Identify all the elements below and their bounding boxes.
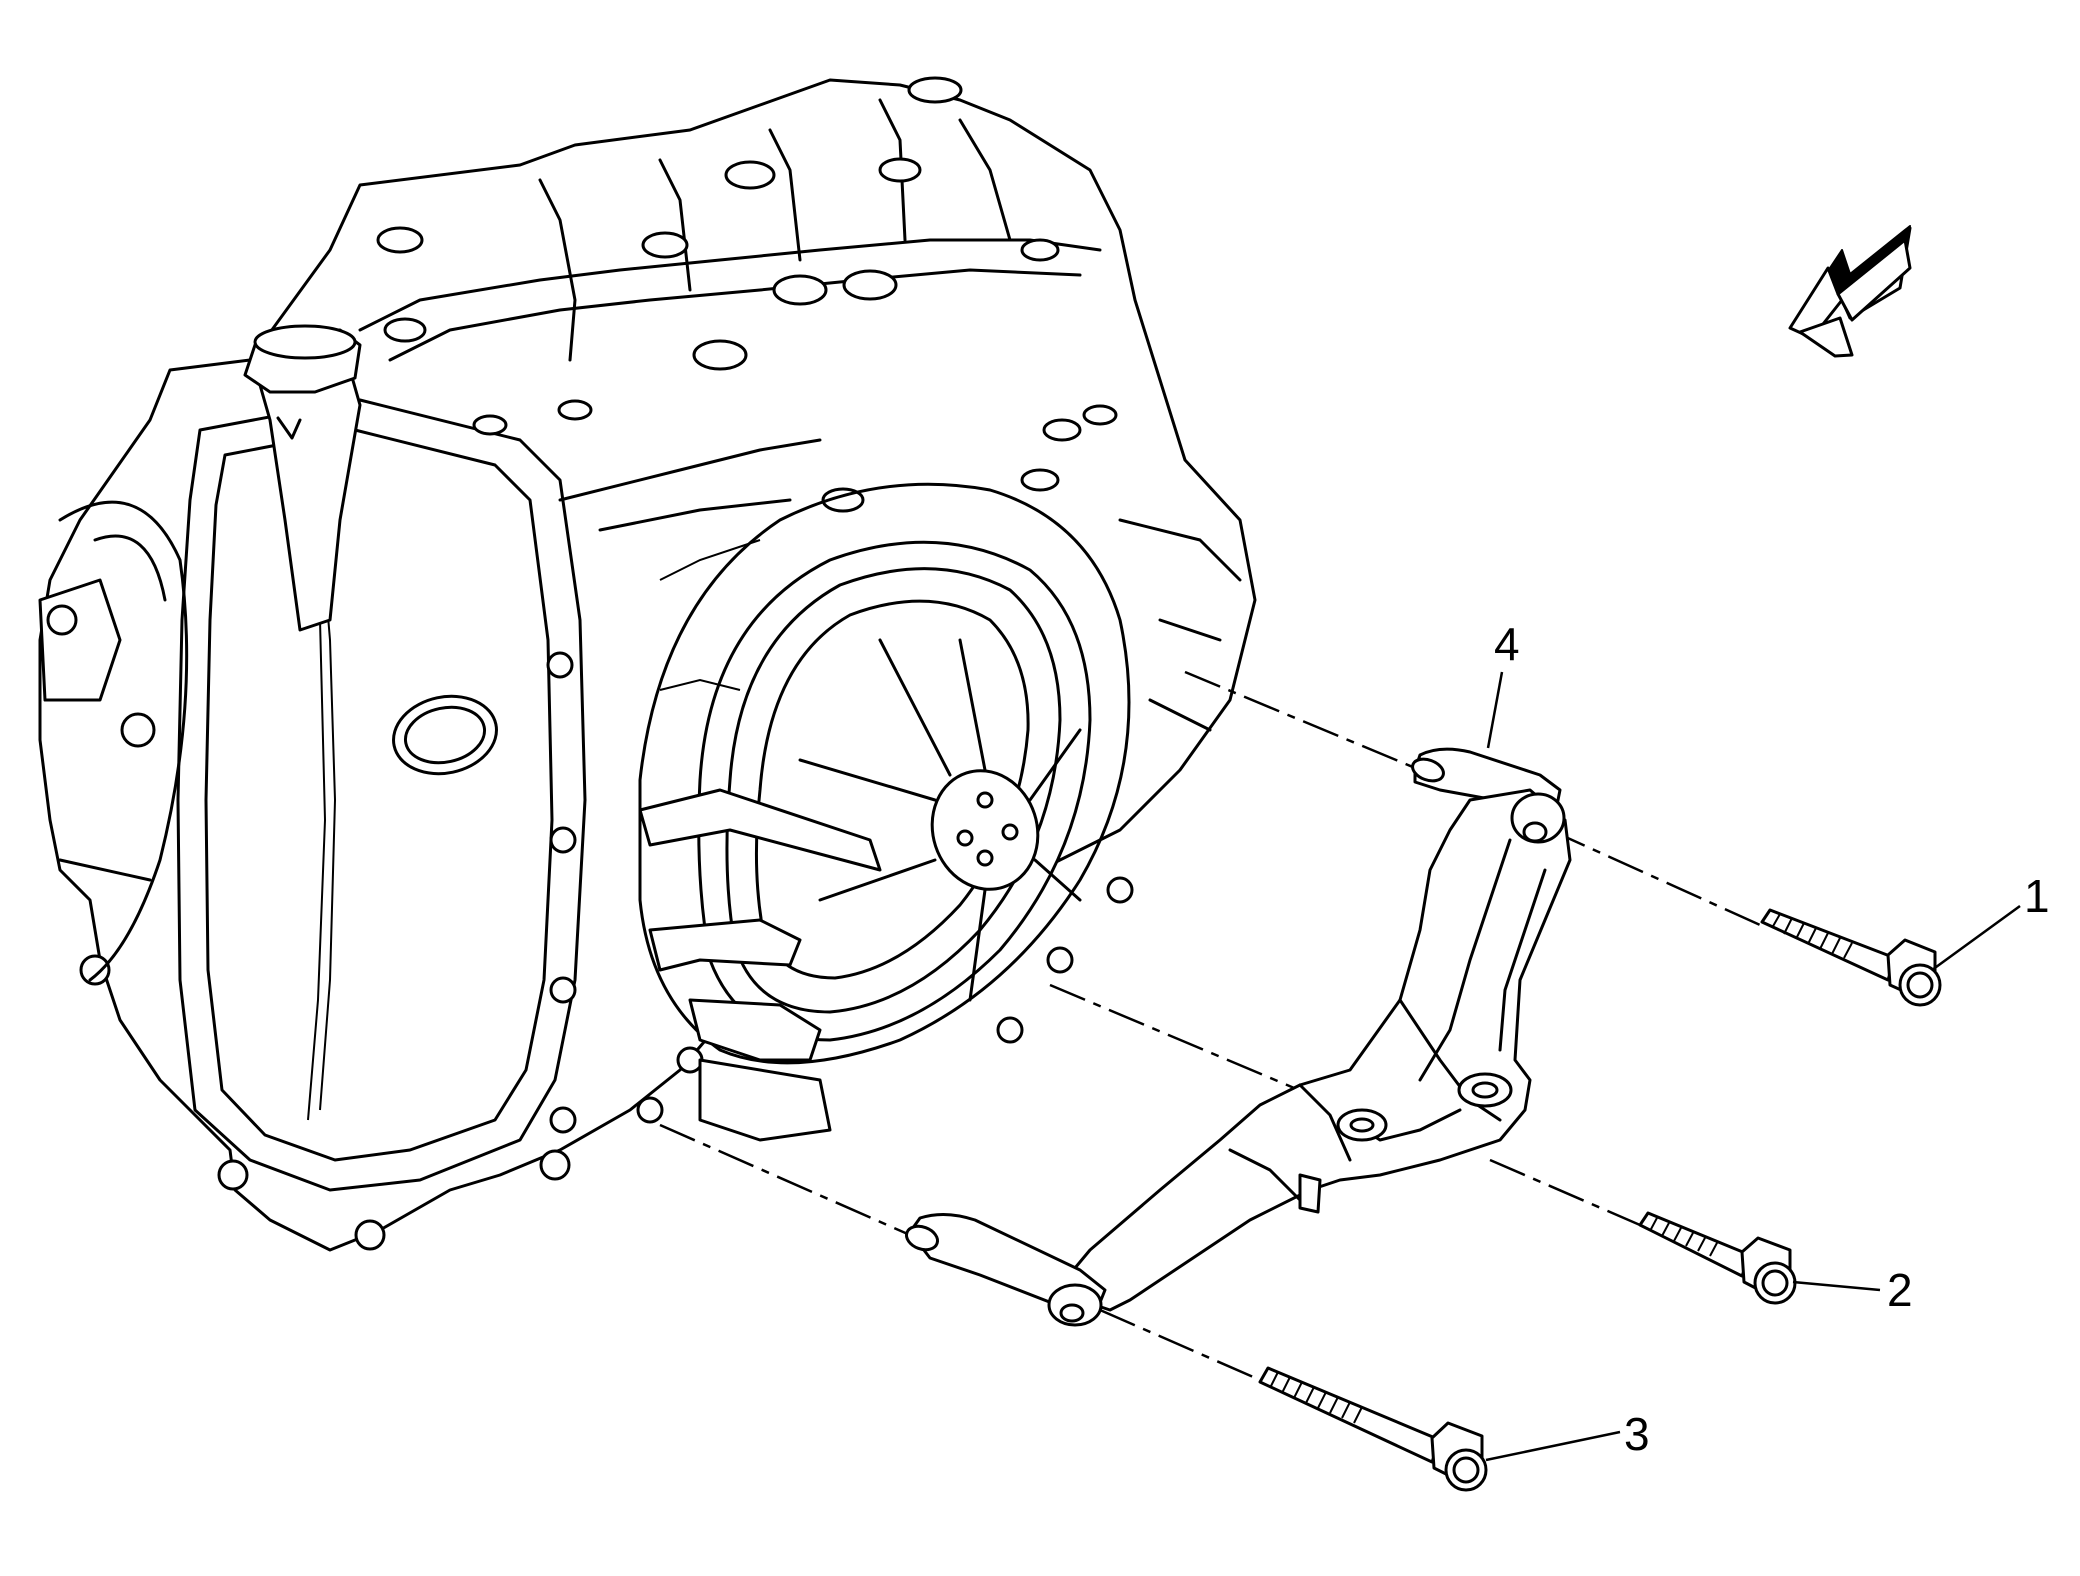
transmission-assembly: [38, 76, 1257, 1252]
callouts: 1 2 3 4: [1485, 618, 2050, 1462]
transmission-mount-bracket: [905, 747, 1572, 1327]
cooler-lines: [638, 788, 882, 1142]
top-bosses: [376, 76, 1118, 513]
case-bolts: [217, 651, 1134, 1251]
callout-3-label: 3: [1624, 1408, 1650, 1460]
bolt-1: [1760, 908, 1942, 1007]
callout-1-label: 1: [2024, 870, 2050, 922]
callout-4-label: 4: [1494, 618, 1520, 670]
callout-2-label: 2: [1887, 1264, 1913, 1316]
bolt-3: [1258, 1366, 1488, 1492]
bolt-2: [1638, 1211, 1797, 1305]
torque-converter: [697, 540, 1092, 1042]
front-direction-arrow-icon: [1788, 225, 1912, 358]
